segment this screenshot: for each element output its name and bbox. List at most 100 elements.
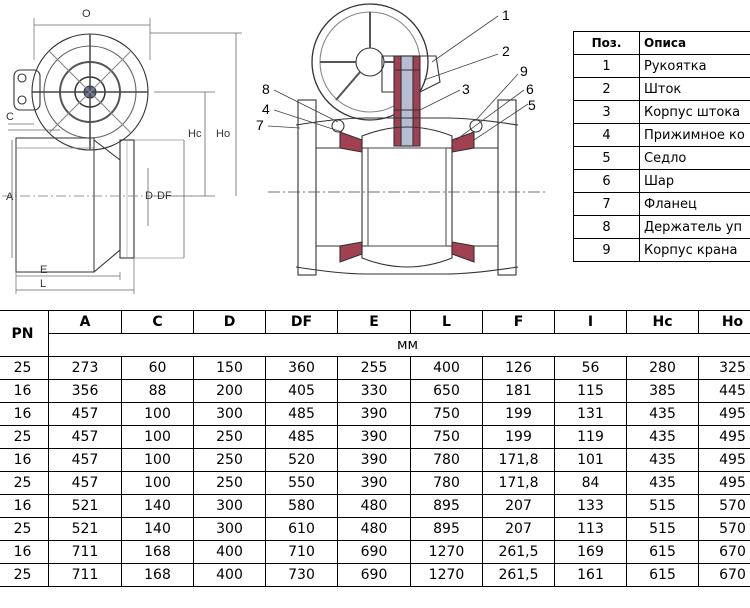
callout-2: 2 xyxy=(502,43,510,59)
cell-pn: 25 xyxy=(0,471,49,495)
cell-value: 520 xyxy=(265,448,338,472)
cell-value: 113 xyxy=(554,517,627,541)
cell-value: 100 xyxy=(121,425,194,449)
section-view xyxy=(267,3,546,276)
cell-value: 690 xyxy=(337,563,411,587)
dim-label-o: O xyxy=(82,8,91,20)
cell-value: 300 xyxy=(193,517,266,541)
dimensions-header-col: Ho xyxy=(698,310,750,334)
dimensions-unit: мм xyxy=(48,333,750,357)
cell-value: 650 xyxy=(410,379,483,403)
dim-label-e: E xyxy=(40,264,47,276)
cell-value: 485 xyxy=(265,425,338,449)
cell-value: 400 xyxy=(193,540,266,564)
cell-value: 495 xyxy=(698,448,750,472)
valve-drawings: O C Hc Ho D DF A E L xyxy=(2,3,546,294)
cell-value: 615 xyxy=(626,563,699,587)
cell-pn: 25 xyxy=(0,425,49,449)
cell-value: 1270 xyxy=(410,540,483,564)
callout-8: 8 xyxy=(262,81,270,97)
cell-value: 84 xyxy=(554,471,627,495)
cell-value: 261,5 xyxy=(482,563,555,587)
cell-value: 390 xyxy=(337,425,411,449)
legend-part-name: Седло xyxy=(639,146,750,170)
cell-value: 181 xyxy=(482,379,555,403)
dimensions-header-col: I xyxy=(554,310,627,334)
dimensions-header-col: A xyxy=(48,310,122,334)
cell-value: 895 xyxy=(410,517,483,541)
legend-part-name: Прижимное ко xyxy=(639,123,750,147)
cell-value: 255 xyxy=(337,356,411,380)
cell-pn: 16 xyxy=(0,448,49,472)
legend-pos: 9 xyxy=(573,238,640,262)
cell-value: 325 xyxy=(698,356,750,380)
cell-pn: 25 xyxy=(0,356,49,380)
cell-value: 126 xyxy=(482,356,555,380)
cell-value: 580 xyxy=(265,494,338,518)
cell-value: 521 xyxy=(48,517,122,541)
callout-4: 4 xyxy=(262,101,270,117)
cell-value: 670 xyxy=(698,563,750,587)
legend-part-name: Шток xyxy=(639,77,750,101)
cell-value: 140 xyxy=(121,494,194,518)
cell-value: 515 xyxy=(626,494,699,518)
cell-value: 480 xyxy=(337,517,411,541)
dimensions-header-col: E xyxy=(337,310,411,334)
cell-value: 100 xyxy=(121,402,194,426)
cell-value: 119 xyxy=(554,425,627,449)
cell-value: 280 xyxy=(626,356,699,380)
cell-value: 360 xyxy=(265,356,338,380)
cell-value: 457 xyxy=(48,425,122,449)
legend-pos: 6 xyxy=(573,169,640,193)
cell-value: 200 xyxy=(193,379,266,403)
legend-header-description: Описа xyxy=(639,31,750,55)
legend-part-name: Корпус штока xyxy=(639,100,750,124)
cell-value: 60 xyxy=(121,356,194,380)
cell-value: 610 xyxy=(265,517,338,541)
callout-1: 1 xyxy=(502,7,510,23)
cell-value: 171,8 xyxy=(482,471,555,495)
cell-value: 405 xyxy=(265,379,338,403)
cell-value: 168 xyxy=(121,540,194,564)
cell-value: 133 xyxy=(554,494,627,518)
cell-value: 750 xyxy=(410,425,483,449)
cell-value: 435 xyxy=(626,471,699,495)
cell-value: 445 xyxy=(698,379,750,403)
dim-label-ho: Ho xyxy=(216,128,230,140)
cell-value: 480 xyxy=(337,494,411,518)
section-view-callouts: 1 2 3 4 5 6 7 8 9 xyxy=(256,7,536,133)
cell-value: 750 xyxy=(410,402,483,426)
callout-9: 9 xyxy=(520,63,528,79)
cell-value: 670 xyxy=(698,540,750,564)
legend-pos: 4 xyxy=(573,123,640,147)
cell-value: 88 xyxy=(121,379,194,403)
dimensions-header-pn: PN xyxy=(0,310,49,357)
dimensions-header-col: F xyxy=(482,310,555,334)
dimensions-header-col: C xyxy=(121,310,194,334)
cell-value: 400 xyxy=(193,563,266,587)
cell-value: 1270 xyxy=(410,563,483,587)
cell-value: 131 xyxy=(554,402,627,426)
legend-part-name: Шар xyxy=(639,169,750,193)
legend-pos: 1 xyxy=(573,54,640,78)
legend-pos: 5 xyxy=(573,146,640,170)
callout-6: 6 xyxy=(526,81,534,97)
cell-value: 521 xyxy=(48,494,122,518)
cell-value: 161 xyxy=(554,563,627,587)
cell-value: 207 xyxy=(482,517,555,541)
cell-pn: 16 xyxy=(0,402,49,426)
legend-pos: 7 xyxy=(573,192,640,216)
